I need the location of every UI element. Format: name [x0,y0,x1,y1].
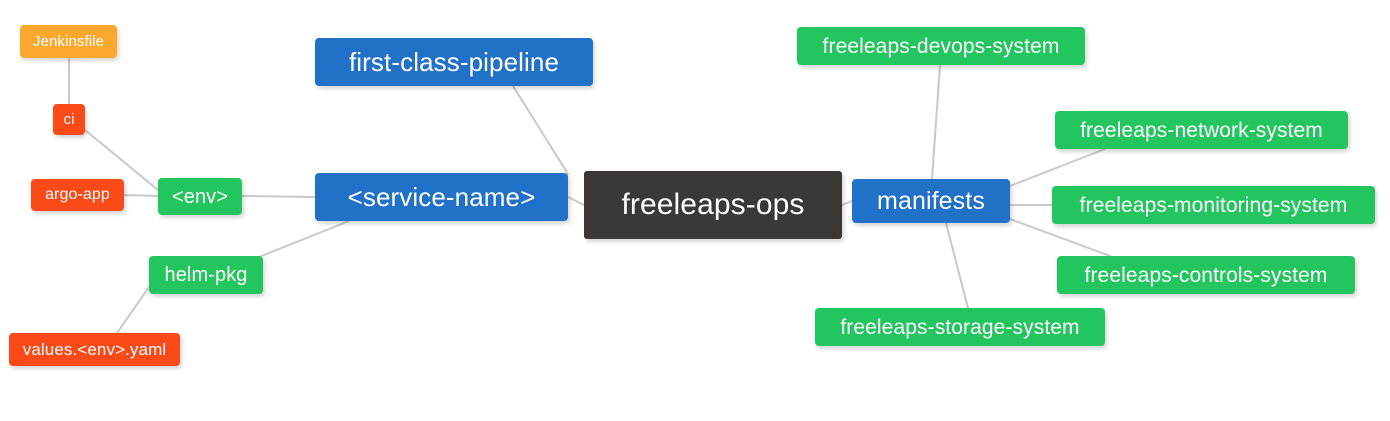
node-label-freeleaps-storage-system: freeleaps-storage-system [840,315,1080,339]
edge-env-to-argo-app [123,194,159,197]
node-label-manifests: manifests [877,186,985,215]
edge-helm-pkg-to-values-yaml [116,286,150,334]
edge-manifests-to-freeleaps-devops-system [931,64,941,180]
node-label-argo-app: argo-app [45,186,110,203]
edge-manifests-to-freeleaps-storage-system [945,222,969,309]
node-ci[interactable]: ci [53,104,85,135]
node-freeleaps-monitoring-system[interactable]: freeleaps-monitoring-system [1052,186,1375,224]
node-label-values-yaml: values.<env>.yaml [22,340,167,359]
node-label-ci: ci [63,111,75,128]
node-label-service-name: <service-name> [347,182,536,212]
node-label-freeleaps-devops-system: freeleaps-devops-system [822,34,1060,58]
node-label-freeleaps-monitoring-system: freeleaps-monitoring-system [1079,193,1348,217]
node-label-freeleaps-ops: freeleaps-ops [621,188,805,221]
node-first-class-pipeline[interactable]: first-class-pipeline [315,38,593,86]
node-helm-pkg[interactable]: helm-pkg [149,256,263,294]
edge-manifests-to-freeleaps-controls-system [1009,218,1111,257]
node-label-helm-pkg: helm-pkg [164,264,248,286]
edge-freeleaps-ops-to-service-name [567,196,585,206]
node-freeleaps-devops-system[interactable]: freeleaps-devops-system [797,27,1085,65]
node-freeleaps-network-system[interactable]: freeleaps-network-system [1055,111,1348,149]
edge-manifests-to-freeleaps-network-system [1009,148,1106,187]
node-freeleaps-ops[interactable]: freeleaps-ops [584,171,842,239]
edge-service-name-to-helm-pkg [248,220,350,262]
node-label-env: <env> [171,185,229,208]
node-manifests[interactable]: manifests [852,179,1010,223]
edge-service-name-to-first-class-pipeline [512,85,569,175]
node-label-first-class-pipeline: first-class-pipeline [348,47,560,77]
node-label-jenkinsfile: Jenkinsfile [32,33,105,50]
node-values-yaml[interactable]: values.<env>.yaml [9,333,180,366]
node-argo-app[interactable]: argo-app [31,179,124,211]
node-env[interactable]: <env> [158,178,242,215]
node-service-name[interactable]: <service-name> [315,173,568,221]
node-freeleaps-storage-system[interactable]: freeleaps-storage-system [815,308,1105,346]
edge-service-name-to-env [241,195,316,198]
node-label-freeleaps-controls-system: freeleaps-controls-system [1084,263,1328,287]
edge-freeleaps-ops-to-manifests [841,200,853,206]
node-label-freeleaps-network-system: freeleaps-network-system [1080,118,1323,142]
node-freeleaps-controls-system[interactable]: freeleaps-controls-system [1057,256,1355,294]
node-jenkinsfile[interactable]: Jenkinsfile [20,25,117,58]
